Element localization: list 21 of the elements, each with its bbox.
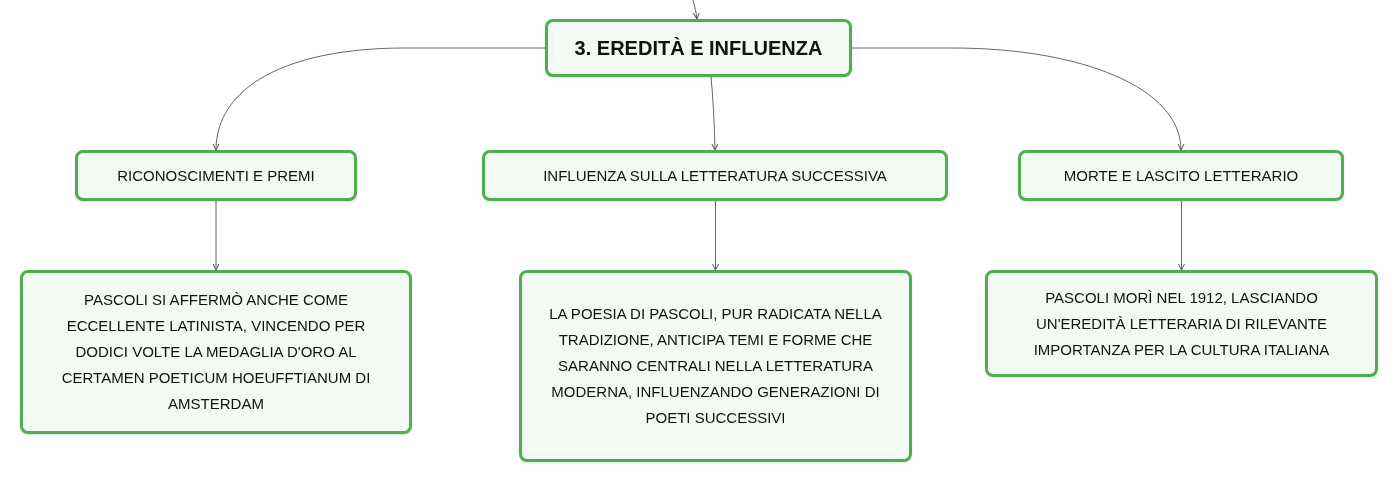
topic-title: 3. EREDITÀ E INFLUENZA <box>574 36 823 61</box>
concept-box <box>482 150 948 201</box>
concept-box <box>20 270 412 434</box>
concept-text: PASCOLI SI AFFERMÒ ANCHE COME ECCELLENTE LATINISTA, VINCENDO PER DODICI VOLTE LA MEDAGLIA D'ORO AL CERTAMEN POETICUM HOEUFFTIANUM DI AMSTERDAM <box>60 290 372 414</box>
connector-arrow <box>851 47 1184 151</box>
connector-arrow <box>710 76 719 151</box>
concept-text: RICONOSCIMENTI E PREMI <box>117 165 315 186</box>
concept-text: INFLUENZA SULLA LETTERATURA SUCCESSIVA <box>543 165 887 186</box>
concept-text: PASCOLI MORÌ NEL 1912, LASCIANDO UN'EREDITÀ LETTERARIA DI RILEVANTE IMPORTANZA PER LA CULTURA ITALIANA <box>1032 287 1331 360</box>
concept-box <box>519 270 912 462</box>
connector-arrow <box>692 0 700 20</box>
concept-box <box>1018 150 1344 201</box>
connector-arrow <box>212 200 220 271</box>
concept-box <box>985 270 1378 377</box>
connector-arrow <box>712 200 719 271</box>
connector-arrow <box>213 47 546 151</box>
concept-text: LA POESIA DI PASCOLI, PUR RADICATA NELLA TRADIZIONE, ANTICIPA TEMI E FORME CHE SARANNO CENTRALI NELLA LETTERATURA MODERNA, INFLUENZANDO GENERAZIONI DI POETI SUCCESSIVI <box>548 304 883 428</box>
concept-box <box>75 150 357 201</box>
connector-arrow <box>1178 200 1185 271</box>
topic-box <box>545 19 852 77</box>
concept-text: MORTE E LASCITO LETTERARIO <box>1063 165 1299 186</box>
